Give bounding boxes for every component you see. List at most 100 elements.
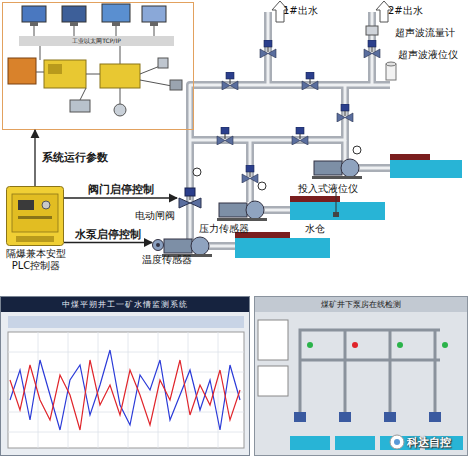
inset-devices [30, 22, 38, 26]
pipe-run [190, 85, 390, 240]
node-text: 隔爆兼本安型 PLC控制器 [0, 248, 74, 272]
control-arrow [64, 242, 152, 243]
control-arrow [34, 130, 35, 186]
inset-devices [70, 100, 90, 112]
inset-devices [140, 66, 160, 74]
gauge-symbol [353, 146, 361, 154]
edge-label: 阀门启停控制 [88, 182, 154, 197]
plc-outline [42, 201, 50, 209]
monitor-schematic [352, 342, 358, 348]
water-sump [390, 154, 430, 160]
plc-outline [7, 187, 64, 246]
inset-devices [86, 74, 100, 75]
monitor-screen [128, 332, 129, 448]
inset-devices [140, 80, 172, 86]
monitor-screen [10, 350, 240, 430]
valve-outline [190, 196, 191, 200]
sensor-outline [153, 240, 164, 251]
inset-devices [80, 88, 86, 100]
water-sump [333, 212, 339, 217]
inset-devices [150, 22, 158, 26]
monitor-screen [10, 360, 240, 430]
valve-symbol [292, 127, 308, 145]
inset-devices [100, 64, 140, 88]
inset-devices [36, 72, 44, 73]
monitor-schematic [339, 412, 351, 422]
inset-devices [48, 64, 62, 74]
inset-devices [116, 26, 117, 36]
monitor-panel: 中煤平朔井工一矿水情监测系统 [0, 296, 250, 456]
valve-symbol [337, 104, 353, 122]
valve-symbol [364, 40, 380, 58]
node-text: 温度传感器 [142, 253, 192, 267]
pump-symbol [246, 201, 264, 219]
inset-devices [62, 6, 86, 22]
inset-devices [8, 4, 182, 116]
monitor-schematic [254, 296, 468, 456]
inset-devices [40, 45, 41, 60]
plc-outline [18, 200, 34, 210]
part-label: 超声波流量计 [395, 26, 455, 40]
part-label: 超声波液位仪 [398, 48, 458, 62]
pump-symbol [191, 237, 209, 255]
inset-devices [158, 58, 168, 68]
pipe-highlight [344, 140, 347, 162]
inset-devices [114, 104, 126, 116]
water-sump [235, 154, 462, 258]
inset-devices [70, 22, 78, 26]
monitor-screen [8, 392, 244, 393]
sensor-symbol [366, 26, 378, 35]
monitor-screen [8, 432, 244, 433]
valve-outline [177, 188, 203, 208]
pipe-highlight [190, 12, 392, 246]
monitor-screen [8, 316, 244, 328]
inset-devices [154, 26, 155, 36]
plc-outline [18, 216, 52, 219]
part-label: 投入式液位仪 [298, 182, 358, 196]
node-text: 工业以太网TCP/IP [19, 36, 174, 46]
gauge-symbol [193, 168, 201, 176]
inset-devices [102, 4, 130, 22]
gauge-symbol [258, 182, 266, 190]
pump-symbol [314, 161, 342, 175]
monitor-schematic [258, 366, 288, 396]
monitor-screen [188, 332, 189, 448]
valve-outline [179, 198, 190, 208]
pump-symbol [312, 176, 362, 179]
water-sump [336, 192, 337, 214]
pump-symbol [164, 239, 192, 253]
plc-outline [16, 236, 54, 242]
plc-outline [6, 186, 64, 246]
part-label: 1#出水 [283, 4, 318, 18]
water-sump [235, 238, 330, 258]
pipe-run [263, 206, 292, 214]
sensor-outline [152, 239, 164, 251]
valve-symbol [260, 40, 276, 58]
monitor-screen [8, 332, 244, 448]
inset-devices [120, 88, 121, 104]
monitor-screen [8, 412, 244, 413]
valve-symbol [222, 72, 238, 90]
monitor-schematic [397, 342, 403, 348]
monitor-schematic [429, 412, 441, 422]
valve-outline [190, 198, 201, 208]
node-text: 煤矿井下泵房在线检测 [255, 297, 467, 312]
monitor-schematic [389, 330, 392, 420]
watermark: 科达自控 [407, 435, 451, 450]
sensor-node: 温度传感器 [152, 239, 164, 251]
inset-devices [44, 60, 86, 88]
valve-symbol [217, 40, 380, 183]
monitor-screen [218, 332, 219, 448]
inset-devices [112, 22, 120, 26]
control-arrow [64, 197, 177, 198]
valve-symbol [217, 127, 233, 145]
sensor-symbol [386, 62, 396, 66]
monitor-schematic [344, 330, 347, 420]
edge-label: 系统运行参数 [42, 150, 108, 165]
pipe-highlight [190, 85, 345, 140]
pipe-highlight [263, 209, 292, 212]
watermark-icon [390, 435, 404, 449]
inset-devices [120, 45, 121, 64]
node-text: 电动闸阀 [135, 209, 175, 223]
